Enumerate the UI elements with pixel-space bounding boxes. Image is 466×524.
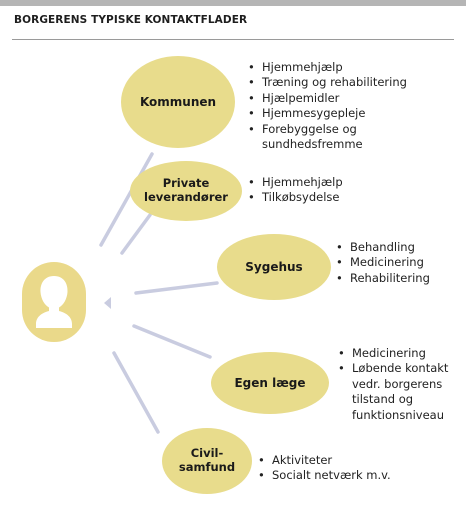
- sygehus-services: Behandling Medicinering Rehabilitering: [336, 240, 430, 287]
- node-egen-laege-label: Egen læge: [234, 375, 306, 390]
- list-item: Socialt netværk m.v.: [258, 468, 391, 484]
- egen-laege-services: Medicinering Løbende kontakt vedr. borge…: [338, 346, 448, 423]
- list-item: Aktiviteter: [258, 453, 391, 469]
- list-item: Medicinering: [336, 255, 430, 271]
- kommunen-services: Hjemmehjælp Træning og rehabilitering Hj…: [248, 60, 407, 152]
- connector-sygehus: [134, 281, 219, 295]
- list-item: Træning og rehabilitering: [248, 75, 407, 91]
- person-silhouette-icon: [36, 276, 72, 328]
- node-kommunen: Kommunen: [121, 56, 235, 148]
- node-civilsamfund-label: Civil- samfund: [178, 446, 236, 474]
- node-egen-laege: Egen læge: [211, 352, 329, 414]
- node-private-leverandorer: Private leverandører: [130, 161, 242, 221]
- list-item: Rehabilitering: [336, 271, 430, 287]
- node-private-label: Private leverandører: [144, 176, 228, 204]
- connector-pointer: [104, 297, 111, 309]
- connector-private: [120, 213, 152, 255]
- top-bar: [0, 0, 466, 6]
- title-divider: [12, 39, 454, 40]
- list-item: Behandling: [336, 240, 430, 256]
- connector-egen-laege: [132, 324, 212, 359]
- citizen-figure: [22, 262, 86, 342]
- list-item: Løbende kontakt vedr. borgerens tilstand…: [338, 361, 448, 423]
- node-kommunen-label: Kommunen: [139, 94, 217, 109]
- node-sygehus: Sygehus: [217, 234, 331, 300]
- page-title: BORGERENS TYPISKE KONTAKTFLADER: [14, 14, 248, 26]
- node-civilsamfund: Civil- samfund: [162, 428, 252, 494]
- civilsamfund-services: Aktiviteter Socialt netværk m.v.: [258, 453, 391, 484]
- list-item: Hjemmesygepleje: [248, 106, 407, 122]
- list-item: Hjælpemidler: [248, 91, 407, 107]
- connector-kommunen: [99, 152, 154, 247]
- list-item: Hjemmehjælp: [248, 175, 343, 191]
- list-item: Medicinering: [338, 346, 448, 362]
- node-sygehus-label: Sygehus: [245, 259, 303, 274]
- list-item: Forebyggelse og sundhedsfremme: [248, 122, 407, 153]
- list-item: Tilkøbsydelse: [248, 190, 343, 206]
- list-item: Hjemmehjælp: [248, 60, 407, 76]
- connector-civilsamfund: [112, 351, 160, 434]
- private-leverandorer-services: Hjemmehjælp Tilkøbsydelse: [248, 175, 343, 206]
